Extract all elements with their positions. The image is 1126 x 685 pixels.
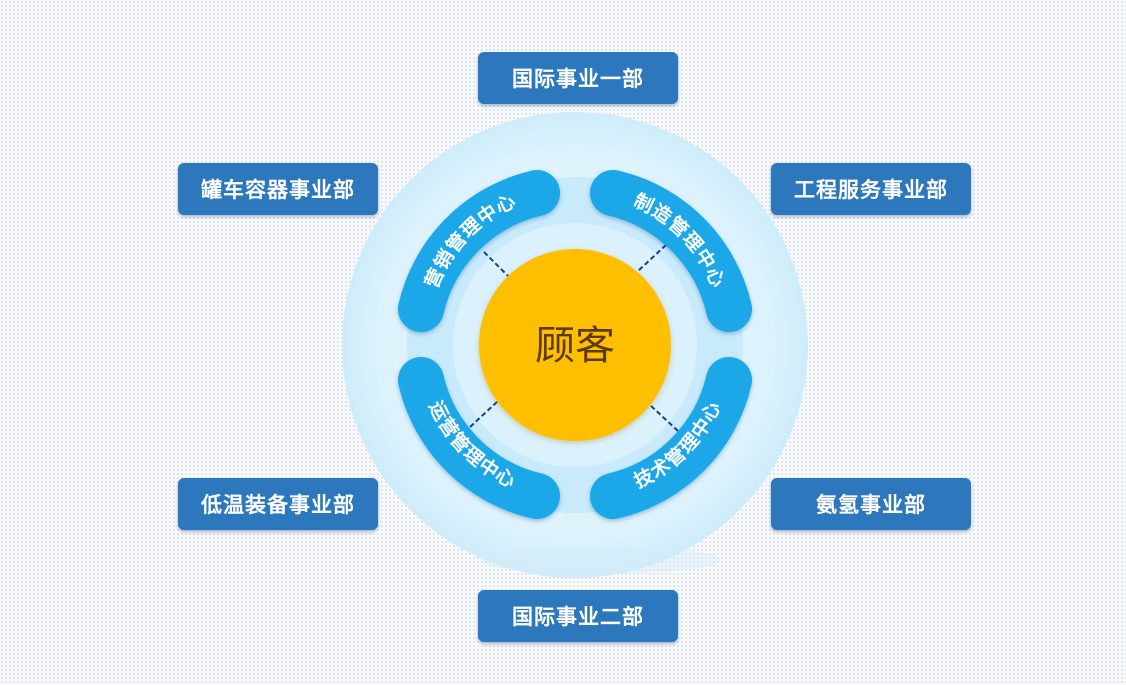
connector-marketing	[483, 251, 509, 277]
dept-low-temperature[interactable]: 低温装备事业部	[178, 478, 378, 530]
halo-shadow	[480, 546, 720, 574]
dept-tank-container[interactable]: 罐车容器事业部	[178, 163, 378, 215]
dept-engineering-service[interactable]: 工程服务事业部	[771, 163, 971, 215]
connector-operations	[469, 400, 499, 428]
customer-label: 顾客	[535, 323, 615, 369]
dept-international-2[interactable]: 国际事业二部	[478, 590, 678, 642]
arc-manufacturing[interactable]	[590, 170, 752, 332]
connector-technology	[649, 404, 679, 432]
arc-technology[interactable]	[590, 357, 752, 519]
arc-marketing[interactable]	[398, 170, 560, 332]
arc-operations[interactable]	[398, 357, 560, 519]
customer-circle	[479, 249, 671, 441]
dept-ammonia-hydrogen[interactable]: 氨氢事业部	[771, 478, 971, 530]
dept-international-1[interactable]: 国际事业一部	[478, 52, 678, 104]
connector-manufacturing	[637, 244, 667, 272]
